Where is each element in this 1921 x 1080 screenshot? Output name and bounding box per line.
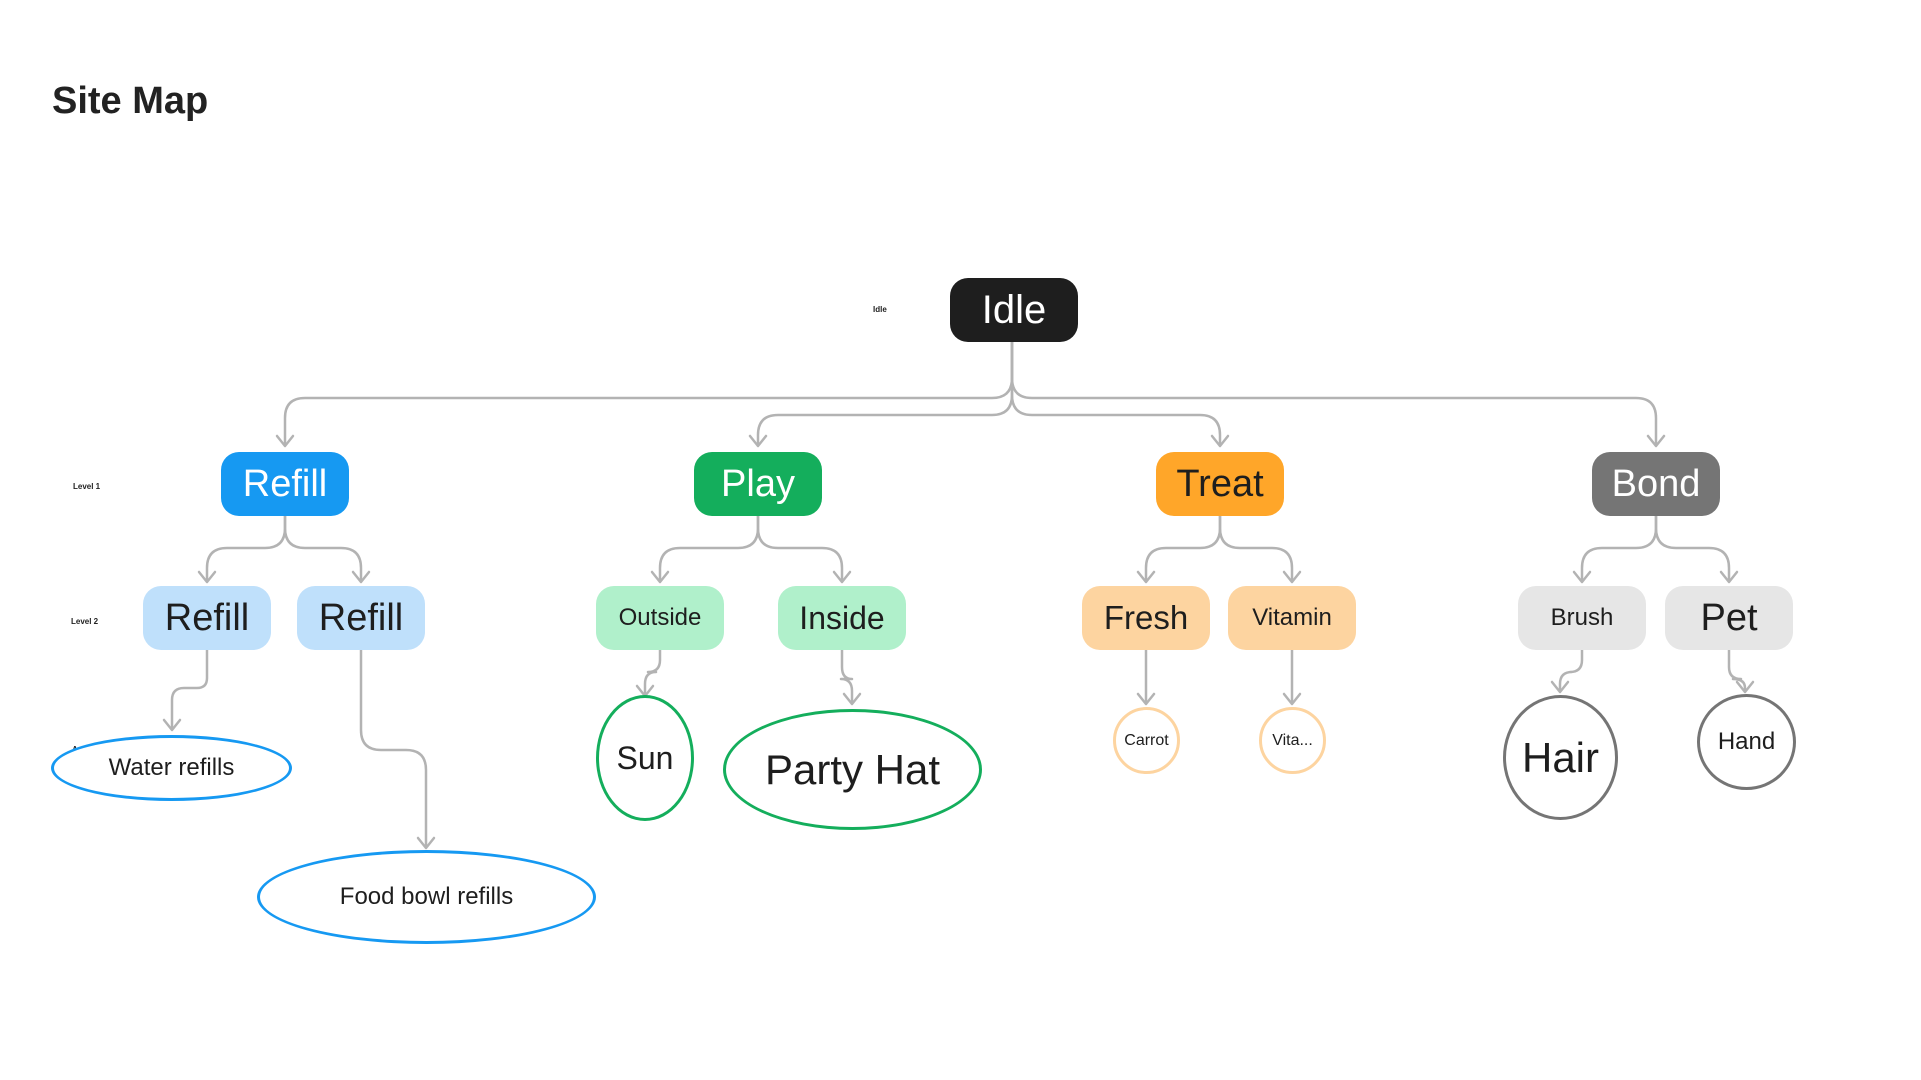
level-1-label: Level 1 [73,482,101,491]
edge-root-refill [283,340,1014,446]
node-refill[interactable]: Refill [221,452,349,516]
node-fresh[interactable]: Fresh [1082,586,1210,650]
edge-inside-partyhat [839,648,854,704]
node-bond[interactable]: Bond [1592,452,1720,516]
node-sun[interactable]: Sun [596,695,694,821]
node-food-bowl-refills[interactable]: Food bowl refills [257,850,596,944]
node-party-hat[interactable]: Party Hat [723,709,982,830]
node-refill-water[interactable]: Refill [143,586,271,650]
edge-play-outside [658,514,760,582]
edge-brush-hair [1558,648,1584,692]
node-water-refills[interactable]: Water refills [51,735,292,801]
node-carrot[interactable]: Carrot [1113,707,1180,774]
edge-refill-a-water [170,648,209,730]
edge-refill-refill-b [283,514,363,582]
node-idle[interactable]: Idle [950,278,1078,342]
node-pet[interactable]: Pet [1665,586,1793,650]
edge-root-bond [1010,340,1658,446]
node-hair[interactable]: Hair [1503,695,1618,820]
edge-refill-refill-a [205,514,287,582]
idle-row-label: Idle [873,305,887,314]
node-treat[interactable]: Treat [1156,452,1284,516]
edge-root-treat [1010,340,1222,446]
node-inside[interactable]: Inside [778,586,906,650]
node-refill-food[interactable]: Refill [297,586,425,650]
edge-pet-hand [1727,648,1747,692]
edge-treat-fresh [1144,514,1222,582]
edge-treat-vitamin [1218,514,1294,582]
edge-outside-sun [643,648,662,696]
node-hand[interactable]: Hand [1697,694,1796,790]
level-2-label: Level 2 [71,617,99,626]
edge-play-inside [756,514,844,582]
edge-refill-b-food [359,648,428,848]
node-play[interactable]: Play [694,452,822,516]
node-brush[interactable]: Brush [1518,586,1646,650]
edge-bond-brush [1580,514,1658,582]
node-vitamin[interactable]: Vitamin [1228,586,1356,650]
edge-root-play [756,340,1014,446]
node-vita[interactable]: Vita... [1259,707,1326,774]
edge-bond-pet [1654,514,1731,582]
page-title: Site Map [52,80,209,122]
node-outside[interactable]: Outside [596,586,724,650]
